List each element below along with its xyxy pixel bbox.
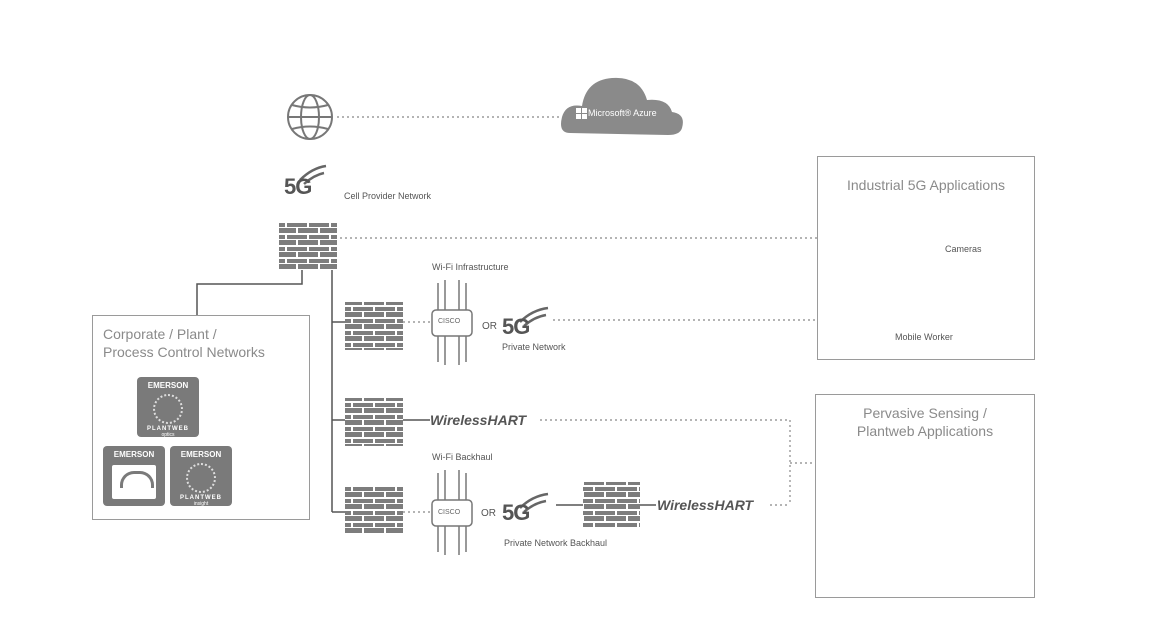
globe-icon — [287, 94, 333, 140]
cisco-label-2: CISCO — [438, 509, 461, 516]
gauge-dashboard-icon — [112, 465, 156, 499]
windows-icon — [576, 108, 587, 119]
firewall-wifi-icon — [345, 302, 403, 350]
firewall-whart-icon — [345, 398, 403, 446]
private-network-label: Private Network — [502, 342, 566, 352]
emerson-dashboard-tile: EMERSON — [103, 446, 165, 506]
whart-wireless-text-2: Wireless — [657, 497, 715, 513]
cisco-label: CISCO — [438, 318, 461, 325]
optics-label: optics — [161, 432, 175, 438]
or-label-2: OR — [481, 508, 496, 519]
wifi-infrastructure-label: Wi-Fi Infrastructure — [432, 262, 509, 272]
access-point-icon — [431, 280, 473, 365]
emerson-brand-1: EMERSON — [147, 381, 189, 390]
access-point-backhaul-icon — [431, 470, 473, 555]
private-network-backhaul-label: Private Network Backhaul — [504, 538, 608, 548]
azure-label: Microsoft® Azure — [588, 108, 657, 118]
insight-label: insight — [193, 501, 209, 507]
plantweb-label-2: PLANTWEB — [180, 495, 222, 501]
wifi-backhaul-label: Wi-Fi Backhaul — [432, 452, 493, 462]
pervasive-title-line1: Pervasive Sensing / — [863, 405, 987, 421]
backhaul-5g-logo: 5G — [502, 500, 530, 525]
signal-arcs — [299, 164, 549, 513]
wirelesshart-logo-1: WirelessHART — [430, 412, 526, 428]
optics-graphic-icon — [153, 394, 183, 424]
cameras-label: Cameras — [945, 244, 982, 254]
insight-graphic-icon — [186, 463, 216, 493]
emerson-brand-3: EMERSON — [180, 450, 222, 459]
corporate-title-line2: Process Control Networks — [103, 344, 265, 360]
cell-provider-label: Cell Provider Network — [344, 191, 432, 201]
pervasive-title-line2: Plantweb Applications — [856, 423, 994, 439]
emerson-brand-2: EMERSON — [113, 450, 155, 459]
wirelesshart-logo-2: WirelessHART — [657, 497, 753, 513]
industrial-5g-title: Industrial 5G Applications — [847, 177, 1005, 193]
corporate-title-line1: Corporate / Plant / — [103, 326, 217, 342]
azure-cloud-icon — [561, 77, 683, 135]
firewall-backhaul-icon — [345, 486, 403, 534]
or-label-1: OR — [482, 321, 497, 332]
whart-wireless-text: Wireless — [430, 412, 488, 428]
plantweb-insight-tile: EMERSON PLANTWEB insight — [170, 446, 232, 507]
cell-5g-logo: 5G — [284, 174, 312, 199]
whart-hart-text-2: HART — [714, 497, 754, 513]
firewall-main-icon — [279, 222, 337, 270]
firewall-field-icon — [583, 482, 640, 528]
dotted-links — [337, 116, 818, 513]
private-5g-logo: 5G — [502, 314, 530, 339]
solid-links — [196, 270, 656, 513]
industrial-5g-box — [817, 156, 1035, 360]
pervasive-sensing-box — [815, 394, 1035, 598]
plantweb-optics-tile: EMERSON PLANTWEB optics — [137, 377, 199, 438]
mobile-worker-label: Mobile Worker — [895, 332, 953, 342]
whart-hart-text: HART — [487, 412, 527, 428]
plantweb-label-1: PLANTWEB — [147, 426, 189, 432]
